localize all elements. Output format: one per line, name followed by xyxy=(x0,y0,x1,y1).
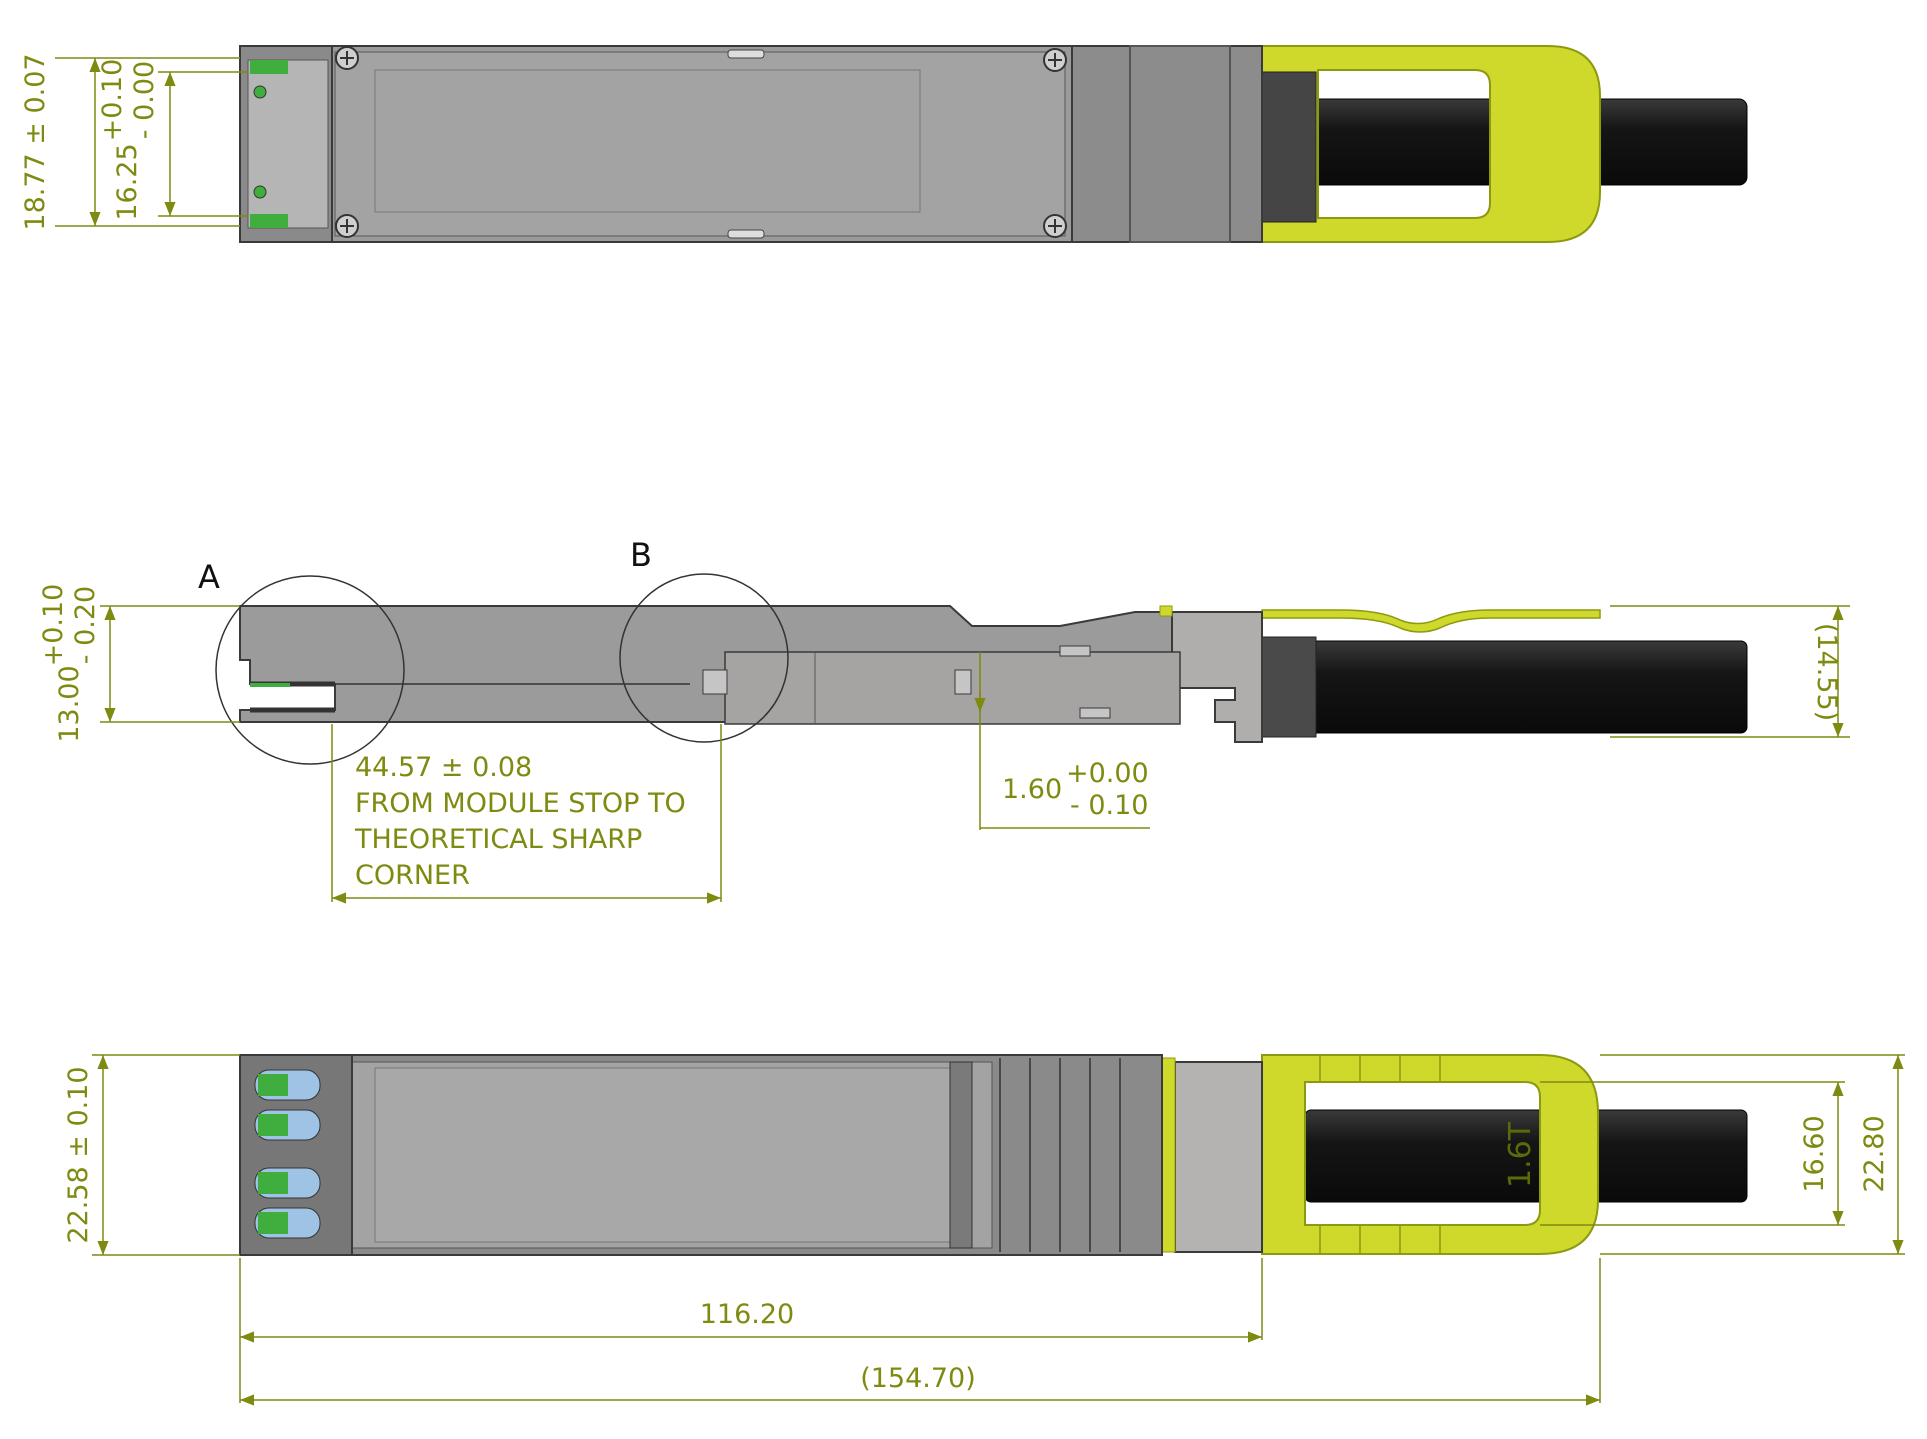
side-view: A B 13.00 +0.10 - 0.20 44.57 ± 0.08 FROM… xyxy=(38,536,1850,904)
side-pull-tab xyxy=(1261,609,1601,633)
dim-inner-height-plus: +0.10 xyxy=(97,59,128,142)
detail-circle-a xyxy=(215,575,405,765)
bottom-metal-shell xyxy=(1174,1061,1263,1253)
dim-module-stop: 44.57 ± 0.08 xyxy=(355,752,532,783)
dim-total-height-top: 18.77 ± 0.07 xyxy=(20,53,51,230)
bottom-pull-tab xyxy=(1261,1054,1599,1255)
dim-module-stop-note-2: THEORETICAL SHARP xyxy=(354,824,642,855)
dim-side-height-base: 13.00 xyxy=(54,665,85,742)
bottom-contact-pads xyxy=(254,1069,321,1239)
dim-inner-height-minus: - 0.00 xyxy=(129,61,160,139)
bottom-heatsink-fins xyxy=(999,1058,1121,1252)
dim-inner-height-base: 16.25 xyxy=(112,143,143,220)
dim-side-height-minus: - 0.20 xyxy=(70,586,101,664)
top-cable-boot xyxy=(1261,71,1317,223)
top-metal-shell xyxy=(1071,45,1263,243)
dim-step-plus: +0.00 xyxy=(1066,758,1149,789)
dim-tab-inner: 16.60 xyxy=(1799,1115,1830,1192)
top-view: 18.77 ± 0.07 16.25 +0.10 - 0.00 xyxy=(20,45,1748,243)
detail-label-b: B xyxy=(630,536,652,574)
top-screws xyxy=(335,46,1067,238)
dim-bottom-height: 22.58 ± 0.10 xyxy=(63,1066,94,1243)
dim-overall-length: (154.70) xyxy=(860,1363,976,1394)
side-cable-boot xyxy=(1261,636,1317,738)
dim-step-base: 1.60 xyxy=(1002,774,1062,805)
tab-marking: 1.6T xyxy=(1503,1121,1538,1188)
dim-module-stop-note-3: CORNER xyxy=(355,860,470,891)
dim-overall-height: (14.55) xyxy=(1811,623,1842,721)
dim-module-stop-note-1: FROM MODULE STOP TO xyxy=(355,788,686,819)
dim-tab-outer: 22.80 xyxy=(1859,1115,1890,1192)
side-latch-shell xyxy=(1171,611,1263,743)
dim-module-length: 116.20 xyxy=(700,1299,794,1330)
dim-step-minus: - 0.10 xyxy=(1070,790,1148,821)
top-pull-tab xyxy=(1261,45,1601,243)
side-cable xyxy=(1304,640,1748,734)
dim-side-height-plus: +0.10 xyxy=(38,584,69,667)
bottom-view: 1.6T xyxy=(63,1054,1905,1406)
detail-label-a: A xyxy=(198,558,220,596)
detail-circle-b xyxy=(619,573,789,743)
side-latch-slider xyxy=(724,651,1181,725)
